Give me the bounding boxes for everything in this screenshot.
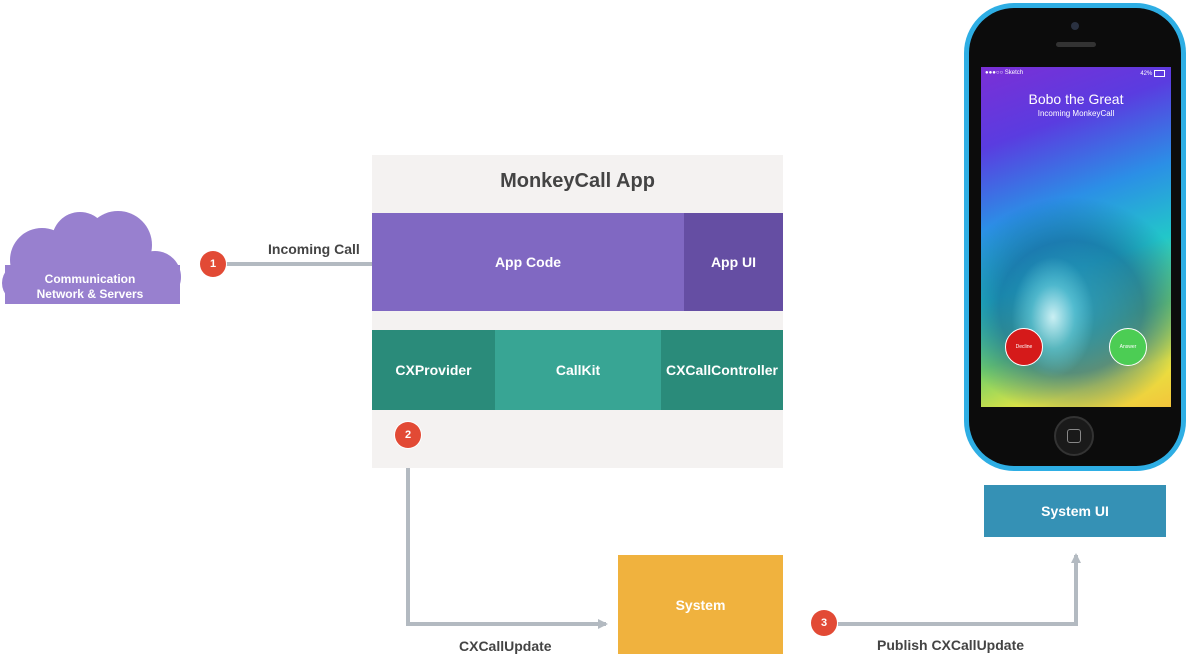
phone-carrier: ●●●○○ Sketch (985, 70, 1024, 76)
incoming-call-label: Incoming Call (268, 241, 360, 257)
cloud-shape (2, 211, 181, 304)
phone-battery: 42% (1140, 70, 1165, 77)
phone-screen: ●●●○○ Sketch 42% Bobo the Great Incoming… (981, 67, 1171, 407)
caller-name: Bobo the Great (1028, 91, 1124, 107)
battery-text: 42% (1140, 71, 1153, 78)
cxcallupdate-label: CXCallUpdate (459, 638, 552, 654)
app-code-block: App Code (372, 213, 684, 311)
cloud-label: Communication Network & Servers (10, 270, 170, 304)
call-status: Incoming MonkeyCall (1037, 109, 1115, 118)
decline-button[interactable]: Decline (1005, 328, 1043, 366)
home-button[interactable] (1054, 416, 1094, 456)
step-badge-3: 3 (811, 610, 837, 636)
cxcallcontroller-block: CXCallController (661, 330, 783, 410)
step-badge-2: 2 (395, 422, 421, 448)
arrow-publish-cxcallupdate (838, 553, 1081, 626)
phone-speaker (1056, 42, 1096, 47)
answer-label: Answer (1119, 344, 1137, 350)
callkit-block: CallKit (495, 330, 661, 410)
cloud-label-line1: Communication (44, 272, 136, 286)
answer-button[interactable]: Answer (1109, 328, 1147, 366)
arrow-cxcallupdate (406, 448, 608, 629)
app-panel (372, 155, 783, 468)
app-title: MonkeyCall App (500, 170, 655, 192)
system-ui-block: System UI (984, 485, 1166, 537)
cxprovider-block: CXProvider (372, 330, 495, 410)
battery-icon (1154, 70, 1165, 77)
phone-camera (1071, 22, 1079, 30)
publish-cxcallupdate-label: Publish CXCallUpdate (877, 637, 1025, 653)
system-block: System (618, 555, 783, 654)
app-ui-block: App UI (684, 213, 783, 311)
home-square-icon (1067, 429, 1081, 443)
decline-label: Decline (1015, 344, 1033, 350)
step-badge-1: 1 (200, 251, 226, 277)
cloud-label-line2: Network & Servers (36, 287, 144, 301)
